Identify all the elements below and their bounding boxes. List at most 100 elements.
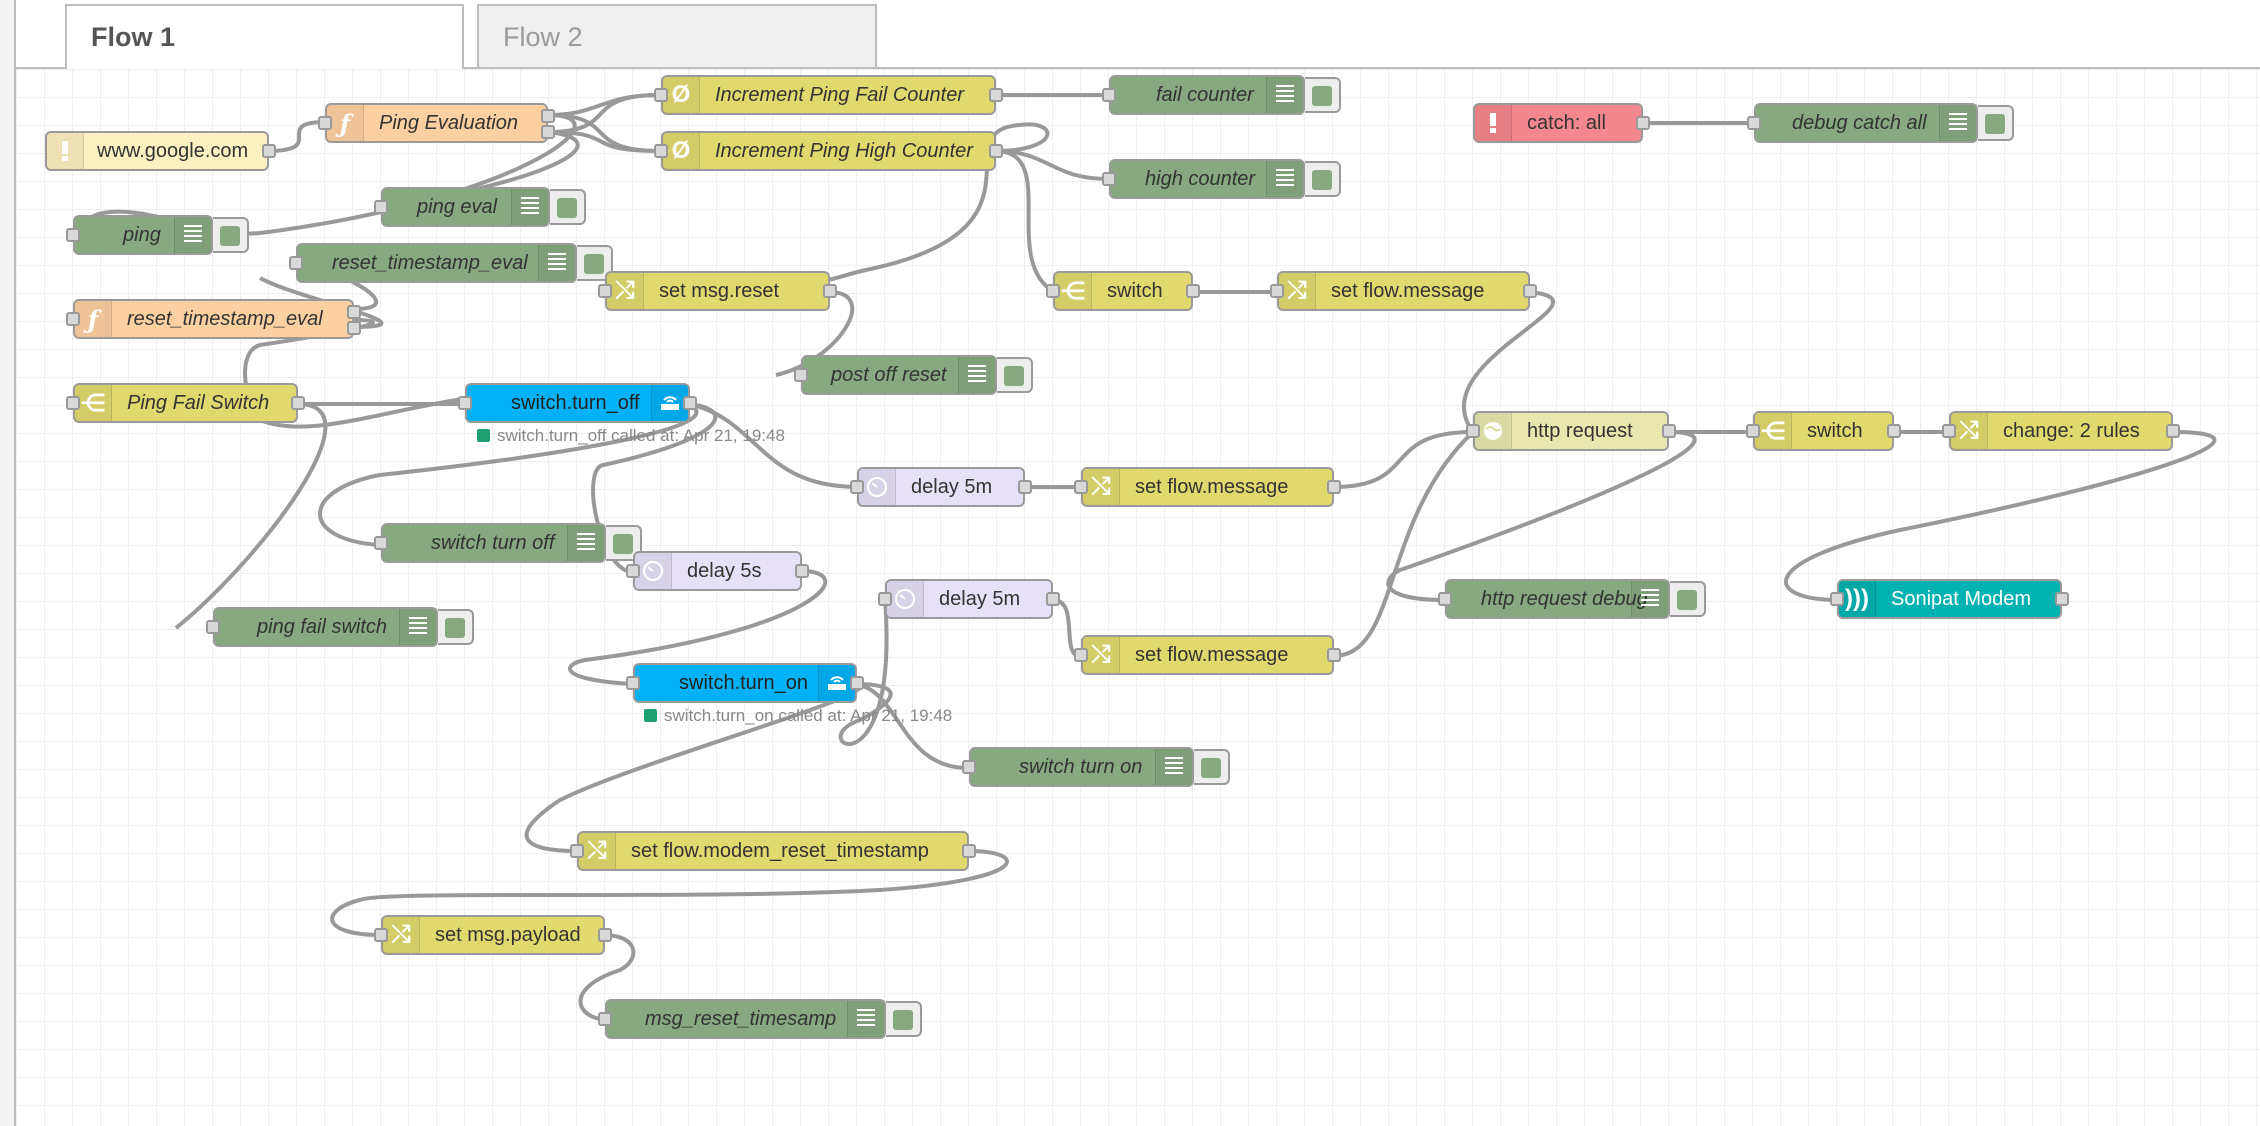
input-port[interactable]: [318, 116, 332, 130]
input-port[interactable]: [1466, 424, 1480, 438]
delay-node-delay-5m-2[interactable]: delay 5m: [878, 579, 1060, 619]
input-port[interactable]: [626, 676, 640, 690]
input-port[interactable]: [1438, 592, 1452, 606]
delay-node-delay-5s[interactable]: delay 5s: [626, 551, 809, 591]
debug-node-high-counter[interactable]: high counter: [1102, 159, 1341, 199]
function-node-ping-evaluation[interactable]: ƒ Ping Evaluation: [318, 103, 555, 143]
debug-toggle-button[interactable]: [1305, 77, 1341, 113]
function-node-reset-timestamp-eval[interactable]: ƒ reset_timestamp_eval: [66, 299, 361, 339]
debug-toggle-button[interactable]: [213, 217, 249, 253]
debug-node-post-off-reset[interactable]: post off reset: [794, 355, 1033, 395]
output-port[interactable]: [1186, 284, 1200, 298]
input-port[interactable]: [1074, 648, 1088, 662]
change-node-set-flow-message-1[interactable]: ⤭ set flow.message: [1270, 271, 1537, 311]
output-port[interactable]: [2166, 424, 2180, 438]
ha-service-node-switch-turn-on[interactable]: switch.turn_on: [626, 663, 864, 703]
input-port[interactable]: [1102, 88, 1116, 102]
output-port[interactable]: [850, 676, 864, 690]
debug-toggle-button[interactable]: [1978, 105, 2014, 141]
debug-toggle-button[interactable]: [1670, 581, 1706, 617]
wireless-node-sonipat-modem[interactable]: ))) Sonipat Modem: [1830, 579, 2069, 619]
debug-node-fail-counter[interactable]: fail counter: [1102, 75, 1341, 115]
output-port[interactable]: [989, 88, 1003, 102]
change-node-set-msg-payload[interactable]: ⤭ set msg.payload: [374, 915, 612, 955]
debug-node-reset-timestamp-eval[interactable]: reset_timestamp_eval: [289, 243, 613, 283]
debug-toggle-button[interactable]: [1194, 749, 1230, 785]
input-port[interactable]: [1270, 284, 1284, 298]
counter-node-increment-ping-high-counter[interactable]: Ø Increment Ping High Counter: [654, 131, 1003, 171]
output-port[interactable]: [989, 144, 1003, 158]
debug-node-ping-eval[interactable]: ping eval: [374, 187, 586, 227]
input-port[interactable]: [654, 144, 668, 158]
output-port[interactable]: [1523, 284, 1537, 298]
output-port[interactable]: [1887, 424, 1901, 438]
debug-node-switch-turn-on[interactable]: switch turn on: [962, 747, 1230, 787]
tab-flow-1[interactable]: Flow 1: [65, 4, 464, 70]
output-port-1[interactable]: [541, 109, 555, 123]
debug-toggle-button[interactable]: [997, 357, 1033, 393]
delay-node-delay-5m-1[interactable]: delay 5m: [850, 467, 1032, 507]
catch-node-all[interactable]: catch: all: [1473, 103, 1650, 143]
output-port-1[interactable]: [347, 305, 361, 319]
input-port[interactable]: [458, 396, 472, 410]
input-port[interactable]: [850, 480, 864, 494]
input-port[interactable]: [1046, 284, 1060, 298]
input-port[interactable]: [1747, 116, 1761, 130]
counter-node-increment-ping-fail-counter[interactable]: Ø Increment Ping Fail Counter: [654, 75, 1003, 115]
input-port[interactable]: [289, 256, 303, 270]
input-port[interactable]: [374, 200, 388, 214]
input-port[interactable]: [598, 1012, 612, 1026]
output-port[interactable]: [1327, 648, 1341, 662]
ha-service-node-switch-turn-off[interactable]: switch.turn_off: [458, 383, 697, 423]
input-port[interactable]: [794, 368, 808, 382]
debug-node-ping[interactable]: ping: [66, 215, 249, 255]
output-port[interactable]: [1018, 480, 1032, 494]
input-port[interactable]: [206, 620, 220, 634]
debug-node-switch-turn-off[interactable]: switch turn off: [374, 523, 642, 563]
change-node-set-flow-modem-reset-timestamp[interactable]: ⤭ set flow.modem_reset_timestamp: [570, 831, 976, 871]
output-port[interactable]: [1046, 592, 1060, 606]
input-port[interactable]: [66, 396, 80, 410]
output-port[interactable]: [823, 284, 837, 298]
inject-node-www-google-com[interactable]: www.google.com: [45, 131, 276, 171]
output-port[interactable]: [1636, 116, 1650, 130]
output-port-2[interactable]: [541, 125, 555, 139]
input-port[interactable]: [1830, 592, 1844, 606]
input-port[interactable]: [878, 592, 892, 606]
output-port[interactable]: [598, 928, 612, 942]
switch-node-switch-1[interactable]: ⋲ switch: [1046, 271, 1200, 311]
change-node-set-flow-message-2[interactable]: ⤭ set flow.message: [1074, 467, 1341, 507]
output-port[interactable]: [795, 564, 809, 578]
input-port[interactable]: [66, 312, 80, 326]
input-port[interactable]: [1102, 172, 1116, 186]
input-port[interactable]: [654, 88, 668, 102]
input-port[interactable]: [598, 284, 612, 298]
tab-flow-2[interactable]: Flow 2: [477, 4, 877, 67]
debug-node-msg-reset-timesamp[interactable]: msg_reset_timesamp: [598, 999, 922, 1039]
input-port[interactable]: [66, 228, 80, 242]
input-port[interactable]: [1746, 424, 1760, 438]
output-port[interactable]: [291, 396, 305, 410]
debug-node-ping-fail-switch[interactable]: ping fail switch: [206, 607, 474, 647]
output-port[interactable]: [262, 144, 276, 158]
debug-toggle-button[interactable]: [1305, 161, 1341, 197]
change-node-set-flow-message-3[interactable]: ⤭ set flow.message: [1074, 635, 1341, 675]
output-port[interactable]: [1662, 424, 1676, 438]
debug-toggle-button[interactable]: [550, 189, 586, 225]
output-port[interactable]: [683, 396, 697, 410]
http-request-node[interactable]: http request: [1466, 411, 1676, 451]
debug-node-debug-catch-all[interactable]: debug catch all: [1747, 103, 2014, 143]
input-port[interactable]: [626, 564, 640, 578]
output-port[interactable]: [962, 844, 976, 858]
input-port[interactable]: [374, 928, 388, 942]
input-port[interactable]: [1942, 424, 1956, 438]
input-port[interactable]: [570, 844, 584, 858]
switch-node-switch-2[interactable]: ⋲ switch: [1746, 411, 1901, 451]
input-port[interactable]: [374, 536, 388, 550]
output-port-2[interactable]: [347, 321, 361, 335]
output-port[interactable]: [1327, 480, 1341, 494]
input-port[interactable]: [962, 760, 976, 774]
switch-node-ping-fail-switch[interactable]: ⋲ Ping Fail Switch: [66, 383, 305, 423]
change-node-set-msg-reset[interactable]: ⤭ set msg.reset: [598, 271, 837, 311]
output-port[interactable]: [2055, 592, 2069, 606]
